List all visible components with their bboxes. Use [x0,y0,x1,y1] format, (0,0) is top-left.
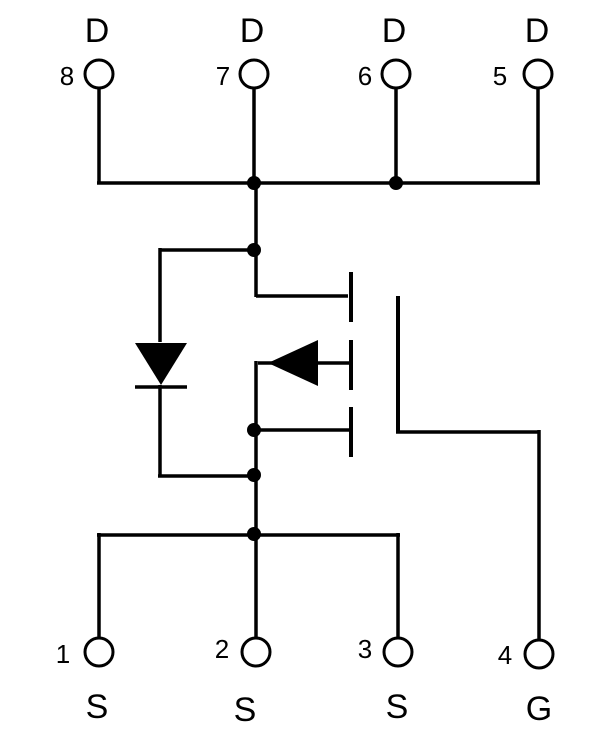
diode-triangle [135,343,187,385]
pin-6-name: D [382,12,407,50]
junction-dot [247,176,261,190]
pin-3: 3 S [358,634,414,726]
pin-3-terminal [382,636,414,668]
drain-wiring [97,88,540,342]
source-wiring [97,527,400,638]
pin-5-number: 5 [493,61,507,91]
pin-4: 4 G [498,638,555,728]
pin-7-number: 7 [216,61,230,91]
junction-dot [247,468,261,482]
pin-6-terminal [380,58,412,90]
pin-8-name: D [85,12,110,50]
body-diode [135,343,256,478]
pin-7-name: D [240,12,265,50]
pin-7-terminal [238,58,270,90]
pin-4-name: G [526,690,552,728]
pin-4-terminal [523,638,555,670]
pin-1-name: S [86,688,109,726]
pin-6-number: 6 [358,61,372,91]
pin-3-number: 3 [358,634,372,664]
junction-dot [247,243,261,257]
pin-8-number: 8 [60,61,74,91]
pin-2-name: S [234,691,257,729]
mosfet-symbol [247,272,541,640]
pin-5: D 5 [493,12,554,91]
pin-1-terminal [83,636,115,668]
junction-dot [247,527,261,541]
pin-2: 2 S [215,634,272,729]
pin-2-number: 2 [215,634,229,664]
pin-3-name: S [386,688,409,726]
pin-4-number: 4 [498,640,512,670]
pin-7: D 7 [216,12,270,91]
pin-6: D 6 [358,12,412,91]
pin-1-number: 1 [56,639,70,669]
pin-5-name: D [525,12,550,50]
pin-2-terminal [240,636,272,668]
body-arrow [268,340,318,386]
pin-8: D 8 [60,12,115,91]
junction-dot [247,423,261,437]
junction-dot [389,176,403,190]
pin-8-terminal [83,58,115,90]
pin-1: 1 S [56,636,115,726]
pin-5-terminal [522,58,554,90]
